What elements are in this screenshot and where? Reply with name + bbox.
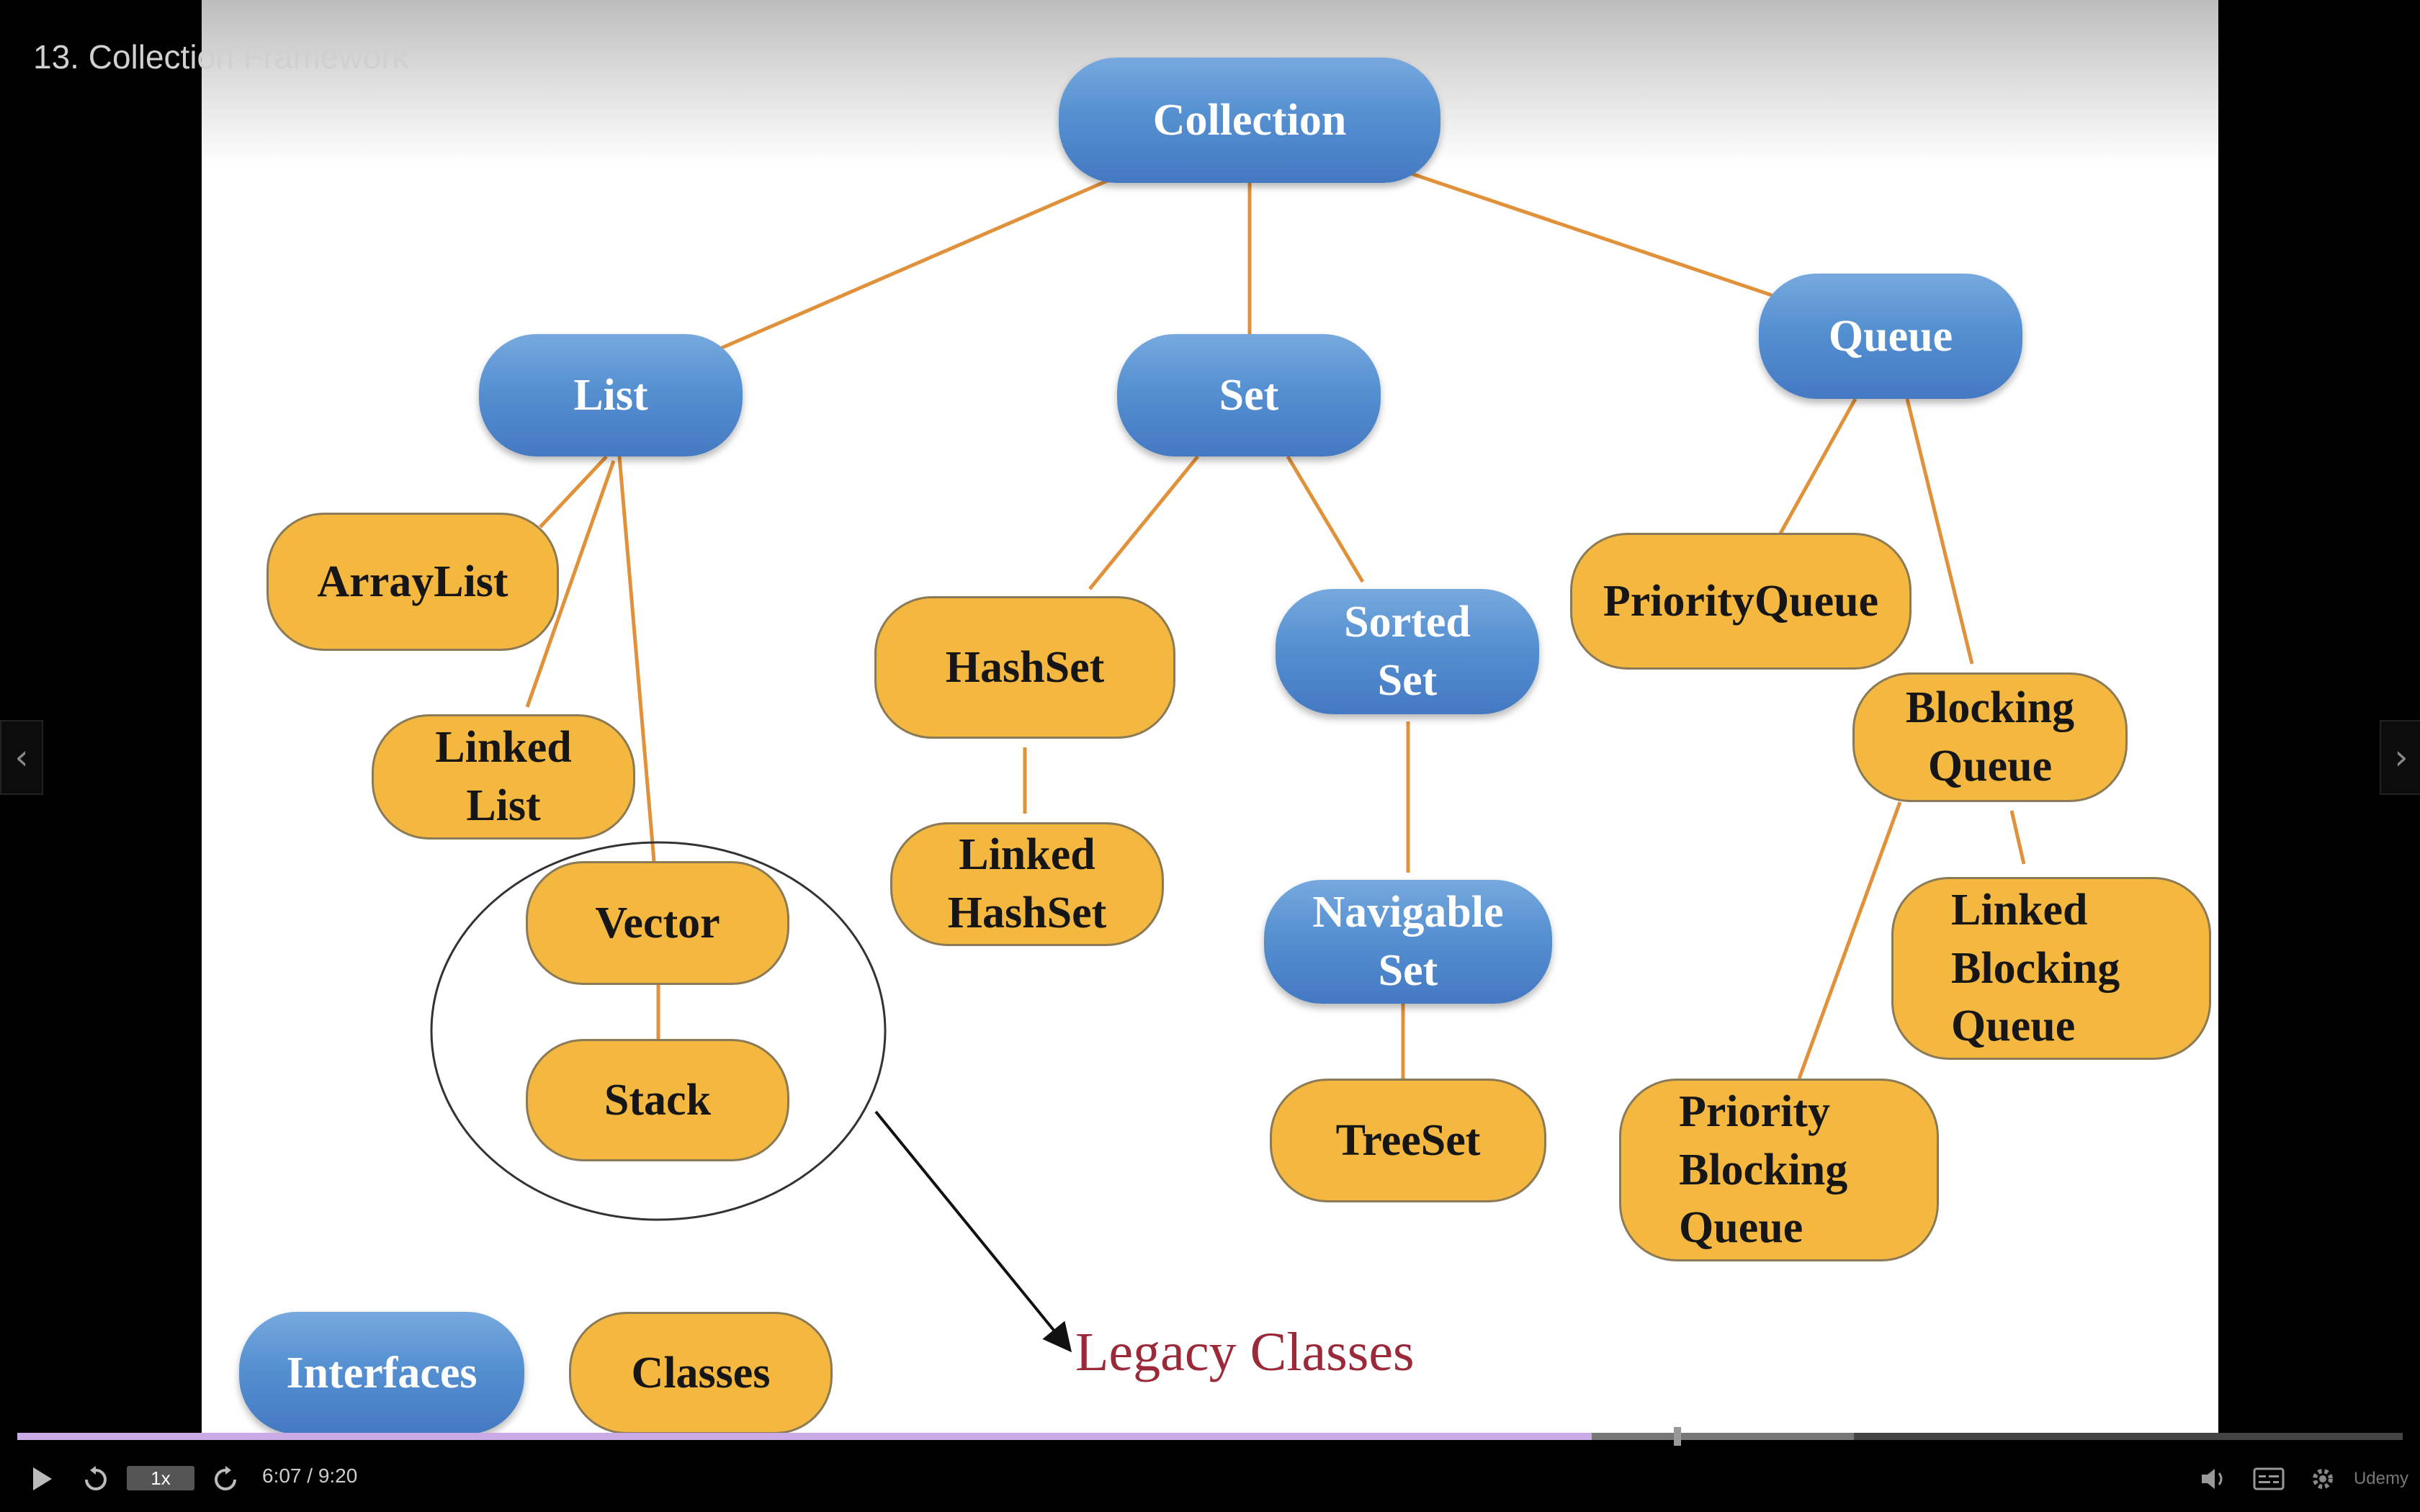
progress-played <box>17 1433 1592 1440</box>
edge-set-hashset <box>1088 455 1199 590</box>
node-priorityblockingqueue: Priority Blocking Queue <box>1619 1079 1939 1261</box>
node-list: List <box>479 334 743 456</box>
node-hashset: HashSet <box>874 596 1175 739</box>
lecture-title: 13. Collection Framework <box>33 38 409 76</box>
node-treeset: TreeSet <box>1270 1079 1546 1202</box>
rewind-icon <box>85 1466 107 1490</box>
forward-button[interactable] <box>207 1462 243 1496</box>
connector-layer <box>430 171 2026 1353</box>
legend-classes: Classes <box>569 1312 833 1434</box>
node-queue: Queue <box>1759 274 2022 399</box>
node-blockingqueue: Blocking Queue <box>1852 672 2128 802</box>
edge-queue-blockingqueue <box>1905 398 1974 665</box>
rewind-button[interactable] <box>78 1462 114 1496</box>
node-stack: Stack <box>526 1039 789 1161</box>
chevron-right-icon: › <box>2394 737 2408 778</box>
slide: Collection List Set Queue Sorted Set Nav… <box>202 0 2218 1440</box>
time-display: 6:07 / 9:20 <box>262 1464 358 1487</box>
edge-queue-priorityqueue <box>1775 397 1857 540</box>
edge-collection-queue <box>1408 171 1773 297</box>
legacy-highlight-ellipse <box>430 841 887 1221</box>
captions-button[interactable] <box>2250 1463 2287 1495</box>
node-vector: Vector <box>526 861 789 985</box>
node-set: Set <box>1117 334 1381 456</box>
node-navigableset: Navigable Set <box>1264 880 1552 1004</box>
settings-icon <box>2313 1469 2333 1489</box>
progress-marker <box>1674 1427 1681 1446</box>
node-collection: Collection <box>1059 58 1440 183</box>
chevron-left-icon: ‹ <box>14 737 29 778</box>
play-icon <box>33 1467 52 1490</box>
legacy-arrow <box>874 1110 1072 1353</box>
node-linkedhashset: Linked HashSet <box>890 822 1164 946</box>
node-sortedset: Sorted Set <box>1276 589 1539 714</box>
edge-list-linkedlist <box>525 460 616 708</box>
edge-set-sortedset <box>1286 455 1365 583</box>
forward-icon <box>215 1466 236 1490</box>
playback-speed-button[interactable]: 1x <box>127 1466 194 1490</box>
captions-icon <box>2253 1467 2285 1490</box>
node-linkedblockingqueue: Linked Blocking Queue <box>1891 877 2211 1060</box>
edge-collection-list <box>720 178 1110 351</box>
previous-lecture-button[interactable]: ‹ <box>0 720 43 795</box>
brand-logo: Udemy <box>2353 1469 2408 1488</box>
volume-button[interactable] <box>2195 1463 2231 1495</box>
settings-button[interactable] <box>2305 1463 2341 1495</box>
player-controls <box>0 1447 2420 1512</box>
edge-list-vector <box>617 456 656 862</box>
edge-blockingqueue-priorityblocking <box>1797 801 1902 1079</box>
edge-list-arraylist <box>539 455 608 528</box>
progress-bar[interactable] <box>17 1427 2403 1446</box>
node-arraylist: ArrayList <box>266 513 559 651</box>
legacy-classes-label: Legacy Classes <box>1075 1322 1415 1382</box>
play-button[interactable] <box>24 1463 60 1495</box>
legend-interfaces: Interfaces <box>239 1312 524 1434</box>
volume-icon <box>2202 1469 2223 1489</box>
edge-blockingqueue-linkedblocking <box>2009 810 2026 865</box>
node-linkedlist: Linked List <box>372 714 635 840</box>
next-lecture-button[interactable]: › <box>2380 720 2420 795</box>
node-priorityqueue: PriorityQueue <box>1570 533 1912 670</box>
